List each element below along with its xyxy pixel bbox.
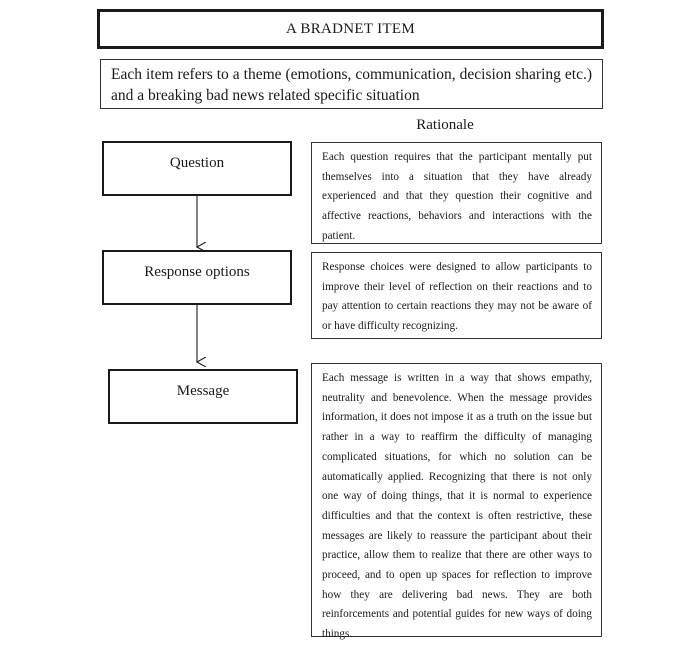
item-description: Each item refers to a theme (emotions, c… [100,59,603,109]
response-options-rationale: Response choices were designed to allow … [311,252,602,339]
rationale-heading: Rationale [416,117,474,133]
response-options-box: Response options [102,250,292,305]
question-box: Question [102,141,292,196]
response-options-label: Response options [144,264,250,280]
question-label: Question [169,155,225,171]
message-box: Message [108,369,298,424]
message-label: Message [176,383,230,399]
message-rationale: Each message is written in a way that sh… [311,363,602,640]
diagram-title: A BRADNET ITEM [97,9,604,49]
question-rationale: Each question requires that the particip… [311,142,602,244]
